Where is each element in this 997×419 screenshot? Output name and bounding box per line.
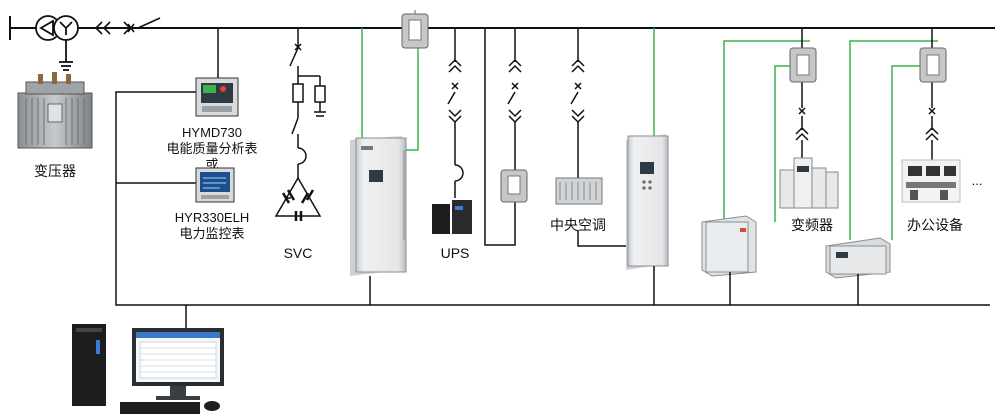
svc-label: SVC	[284, 245, 313, 261]
apf-cabinet-image	[626, 134, 669, 270]
central-ac-branch	[570, 28, 585, 178]
ellipsis-label: ...	[972, 173, 983, 188]
vfd-image	[779, 157, 839, 209]
vfd-label: 变频器	[791, 218, 833, 234]
svc-branch	[274, 28, 326, 217]
hymd730-meter-image	[195, 77, 239, 117]
meter-wiring	[115, 28, 990, 330]
main-breaker-symbol	[94, 17, 161, 35]
filter-cabinet-image	[350, 136, 407, 276]
hyr330elh-model-label: HYR330ELH	[175, 210, 249, 225]
ups-label: UPS	[441, 245, 470, 261]
central-ac-image	[555, 177, 603, 205]
office-equipment-image	[901, 159, 961, 203]
transformer-label: 变压器	[34, 164, 76, 180]
main-bus	[9, 16, 995, 40]
hyr330elh-name-label: 电力监控表	[179, 227, 244, 242]
current-transformer-3	[789, 47, 817, 83]
rack-filter-image	[825, 237, 891, 279]
computer-image	[72, 324, 224, 414]
right-signal-lines	[723, 40, 938, 240]
office-branch	[925, 28, 939, 160]
transformer-image	[17, 72, 93, 149]
transformer-symbol	[35, 15, 79, 71]
central-ac-feeder	[484, 28, 522, 246]
svc-capacitors	[281, 189, 315, 221]
central-ac-label: 中央空调	[550, 218, 606, 234]
current-transformer-4	[919, 47, 947, 83]
current-transformer-2	[500, 169, 528, 203]
ups-branch	[447, 28, 464, 198]
office-label: 办公设备	[907, 217, 963, 234]
current-transformer-1	[401, 10, 429, 49]
apf-wiring	[577, 230, 655, 305]
hymd730-model-label: HYMD730	[182, 125, 242, 140]
wall-filter-image	[701, 215, 757, 277]
ups-image	[432, 200, 472, 234]
hymd730-name-label: 电能质量分析表	[166, 142, 257, 157]
hyr330elh-meter-image	[195, 167, 235, 203]
cabinet-signal-line	[361, 28, 419, 151]
vfd-branch	[795, 28, 809, 158]
